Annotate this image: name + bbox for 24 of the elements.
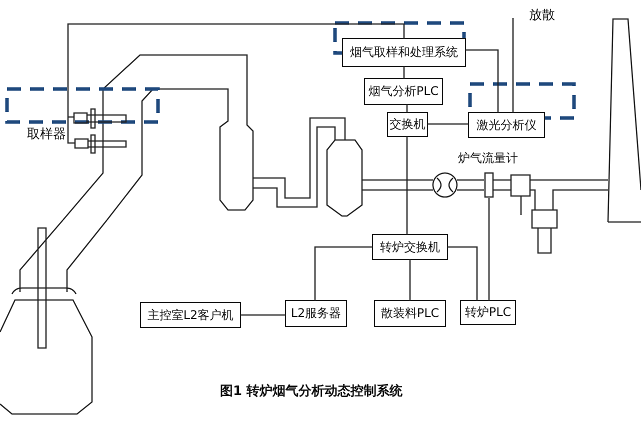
system-box: 烟气取样和处理系统 bbox=[342, 38, 466, 67]
flowmeter-label: 炉气流量计 bbox=[458, 151, 518, 166]
connector-line bbox=[406, 137, 408, 234]
connector-line bbox=[466, 49, 499, 112]
sampler-label: 取样器 bbox=[27, 127, 66, 142]
connector-line bbox=[403, 67, 405, 78]
connector-line bbox=[512, 18, 514, 112]
connector-line bbox=[409, 260, 411, 300]
analyzer-box: 激光分析仪 bbox=[468, 112, 545, 138]
plc-box: 烟气分析PLC bbox=[364, 78, 443, 105]
client-box: 主控室L2客户机 bbox=[140, 302, 241, 328]
connector-line bbox=[314, 246, 372, 300]
connector-line bbox=[448, 246, 478, 300]
connector-line bbox=[428, 123, 468, 125]
figure-caption: 图1 转炉烟气分析动态控制系统 bbox=[220, 382, 400, 400]
vent-label: 放散 bbox=[529, 8, 555, 23]
server-box: L2服务器 bbox=[285, 300, 347, 327]
switch-box: 转炉交换机 bbox=[372, 234, 448, 260]
connector-line bbox=[67, 23, 405, 106]
switch-box: 交换机 bbox=[387, 112, 428, 137]
plc-box: 散装料PLC bbox=[374, 300, 446, 327]
connector-line bbox=[241, 314, 285, 316]
connector-line bbox=[488, 198, 490, 300]
plc-box: 转炉PLC bbox=[460, 300, 516, 325]
